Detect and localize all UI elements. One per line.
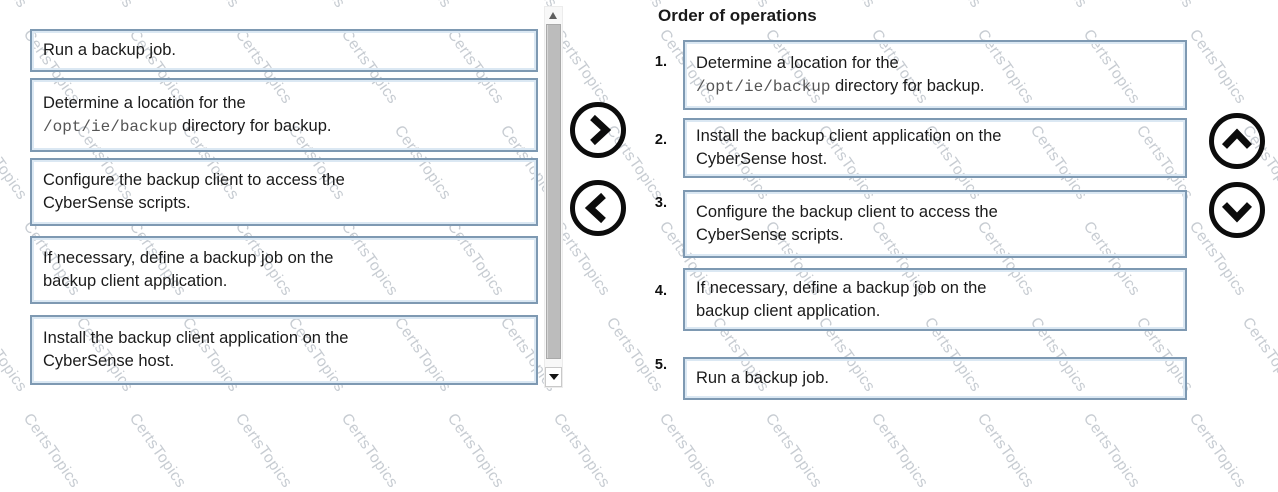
source-item-4[interactable]: If necessary, define a backup job on the… [30, 236, 538, 304]
chevron-up-icon [1209, 113, 1265, 169]
order-item-5[interactable]: Run a backup job. [683, 357, 1187, 400]
item-text: backup client application. [43, 272, 228, 290]
item-text: Configure the backup client to access th… [43, 171, 345, 189]
order-number-1: 1. [654, 54, 667, 70]
order-number-4: 4. [654, 283, 667, 299]
mono-path-text: /opt/ie/backup [43, 117, 178, 136]
item-text: Run a backup job. [696, 369, 830, 387]
order-item-2[interactable]: Install the backup client application on… [683, 118, 1187, 178]
item-text: directory for backup. [830, 76, 985, 95]
chevron-right-icon [570, 102, 626, 158]
move-right-button[interactable] [569, 101, 627, 159]
item-text: directory for backup. [177, 116, 332, 135]
order-of-operations-title: Order of operations [658, 6, 817, 25]
source-item-2[interactable]: Determine a location for the/opt/ie/back… [30, 78, 538, 152]
order-number-5: 5. [654, 357, 667, 373]
source-item-3[interactable]: Configure the backup client to access th… [30, 158, 538, 226]
item-text: CyberSense scripts. [43, 194, 191, 212]
item-text: Install the backup client application on… [696, 127, 1002, 145]
item-text: CyberSense scripts. [696, 226, 844, 244]
scrollbar-up-arrow-icon[interactable] [549, 12, 557, 19]
source-item-5[interactable]: Install the backup client application on… [30, 315, 538, 385]
move-left-button[interactable] [569, 179, 627, 237]
item-text: If necessary, define a backup job on the [696, 278, 987, 297]
move-down-button[interactable] [1208, 181, 1266, 239]
scrollbar-down-button[interactable] [545, 367, 562, 387]
move-up-button[interactable] [1208, 112, 1266, 170]
chevron-down-icon [1209, 182, 1265, 238]
scrollbar-down-arrow-icon [548, 374, 559, 380]
chevron-left-icon [570, 180, 626, 236]
order-item-3[interactable]: Configure the backup client to access th… [683, 190, 1187, 258]
source-item-1[interactable]: Run a backup job. [30, 29, 538, 72]
item-text: Determine a location for the [43, 93, 246, 112]
order-item-4[interactable]: If necessary, define a backup job on the… [683, 268, 1187, 331]
item-text: CyberSense host. [43, 352, 175, 370]
scrollbar-thumb[interactable] [546, 24, 561, 359]
item-text: Run a backup job. [43, 41, 177, 59]
order-number-3: 3. [654, 195, 667, 211]
source-scrollbar[interactable] [544, 6, 563, 388]
order-number-2: 2. [654, 132, 667, 148]
item-text: CyberSense host. [696, 150, 828, 168]
item-text: backup client application. [696, 301, 881, 320]
item-text: Install the backup client application on… [43, 329, 349, 347]
item-text: If necessary, define a backup job on the [43, 249, 334, 267]
mono-path-text: /opt/ie/backup [696, 77, 831, 96]
order-item-1[interactable]: Determine a location for the/opt/ie/back… [683, 40, 1187, 110]
item-text: Configure the backup client to access th… [696, 203, 998, 221]
item-text: Determine a location for the [696, 53, 899, 72]
